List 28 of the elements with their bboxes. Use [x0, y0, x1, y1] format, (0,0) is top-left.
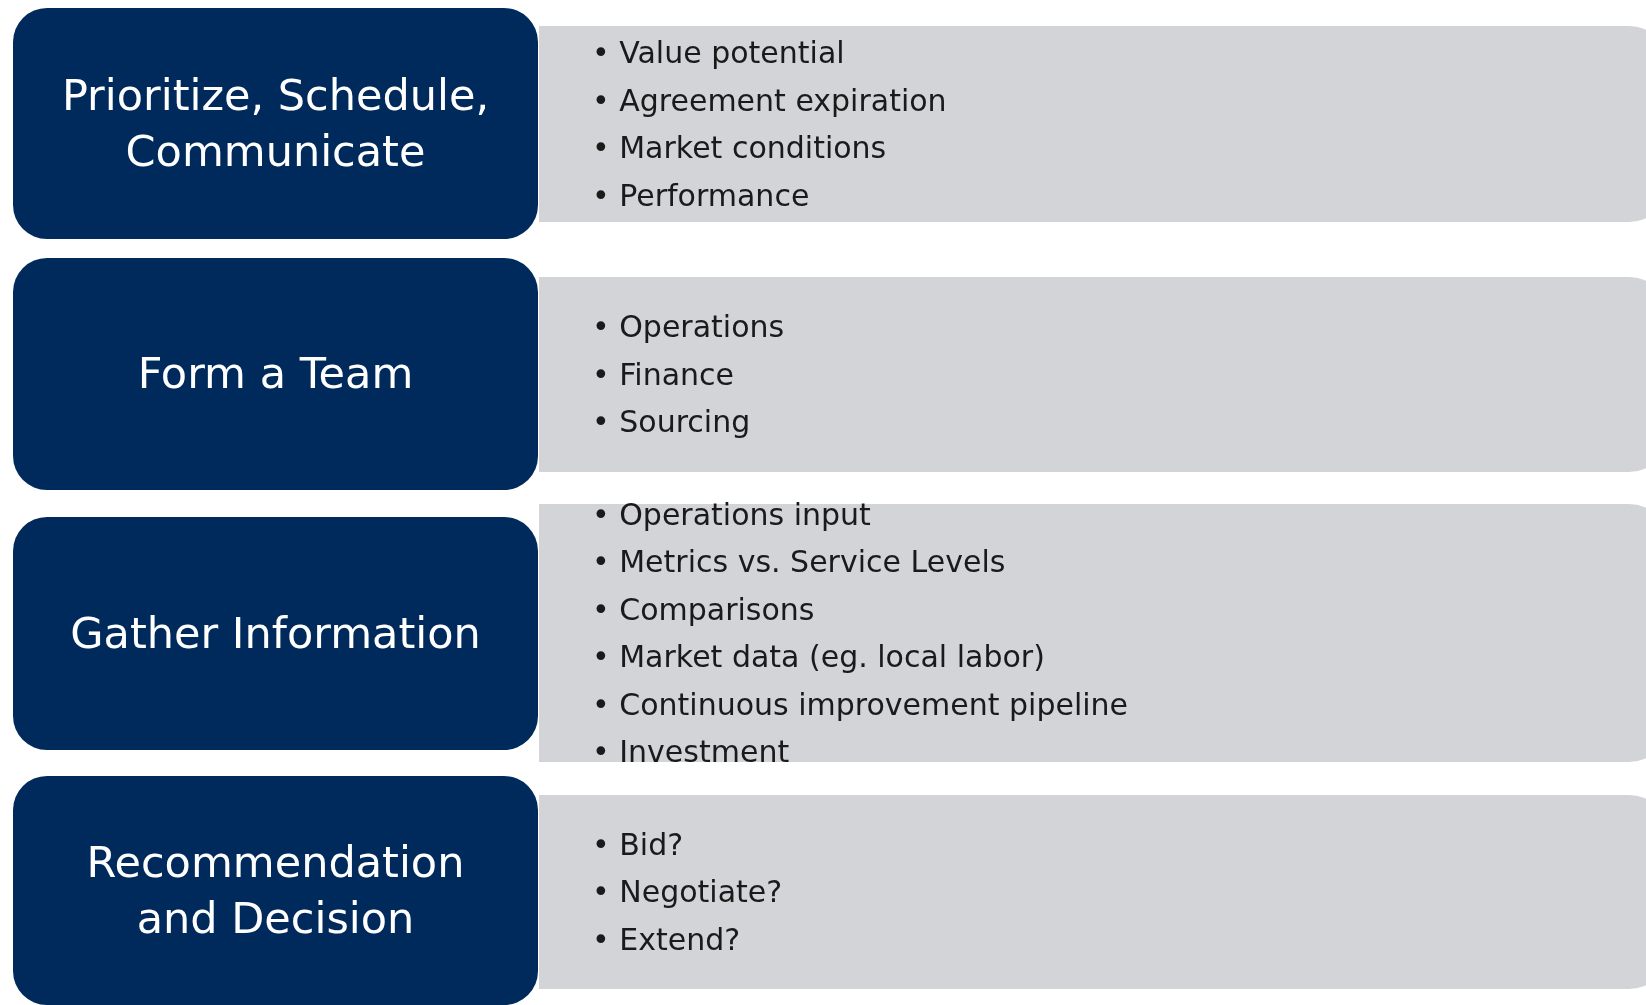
step-title: Prioritize, Schedule, Communicate	[60, 68, 491, 178]
list-item: • Operations	[592, 308, 785, 347]
list-item: • Operations input	[592, 495, 871, 534]
list-item: • Metrics vs. Service Levels	[592, 543, 1006, 581]
list-item: • Negotiate?	[592, 873, 783, 912]
list-item: • Market conditions	[592, 129, 887, 167]
list-item: • Agreement expiration	[592, 81, 947, 120]
list-item: • Bid?	[592, 825, 684, 864]
list-item: • Finance	[592, 355, 734, 394]
list-item: • Investment	[592, 733, 790, 771]
list-item: • Performance	[592, 176, 810, 215]
step-box	[13, 8, 538, 239]
info-band	[539, 504, 1646, 762]
list-item: • Continuous improvement pipeline	[592, 685, 1129, 724]
step-title: Recommendation and Decision	[85, 835, 466, 945]
list-item: • Value potential	[592, 34, 845, 72]
list-item: • Sourcing	[592, 403, 751, 442]
info-band	[539, 26, 1646, 222]
step-title: Form a Team	[136, 347, 415, 401]
list-item: • Extend?	[592, 920, 741, 959]
step-title: Gather Information	[69, 606, 482, 660]
list-item: • Comparisons	[592, 590, 815, 629]
step-box	[13, 776, 538, 1005]
step-box	[13, 258, 538, 490]
info-band	[539, 795, 1646, 989]
info-band	[539, 277, 1646, 472]
step-box	[13, 517, 538, 750]
list-item: • Market data (eg. local labor)	[592, 638, 1045, 676]
